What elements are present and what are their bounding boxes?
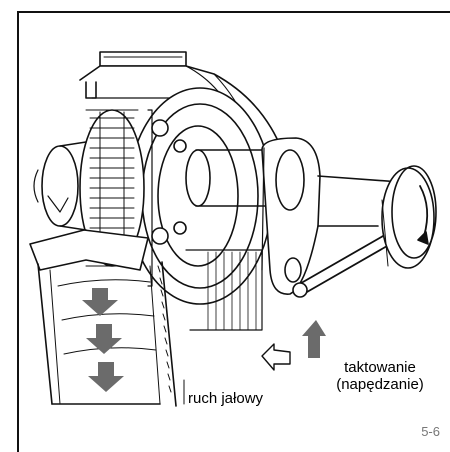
flywheel (381, 165, 437, 269)
bearing-balls (151, 119, 187, 245)
left-hub (33, 141, 87, 231)
crank-lever (261, 137, 401, 295)
drive-arrows (261, 320, 326, 371)
figure-number: 5-6 (421, 424, 440, 439)
frame-border-top (17, 11, 450, 13)
clocking-label-line1: taktowanie (344, 359, 416, 376)
idle-direction-arrows (82, 288, 124, 392)
idle-label: ruch jałowy (188, 390, 264, 407)
belt-strip (29, 229, 177, 407)
clocking-label-line2: (napędzanie) (336, 376, 424, 393)
toothed-belt (185, 249, 263, 331)
clocking-label: taktowanie (napędzanie) (328, 359, 432, 393)
frame-border-left (17, 11, 19, 452)
shaft (185, 149, 279, 207)
